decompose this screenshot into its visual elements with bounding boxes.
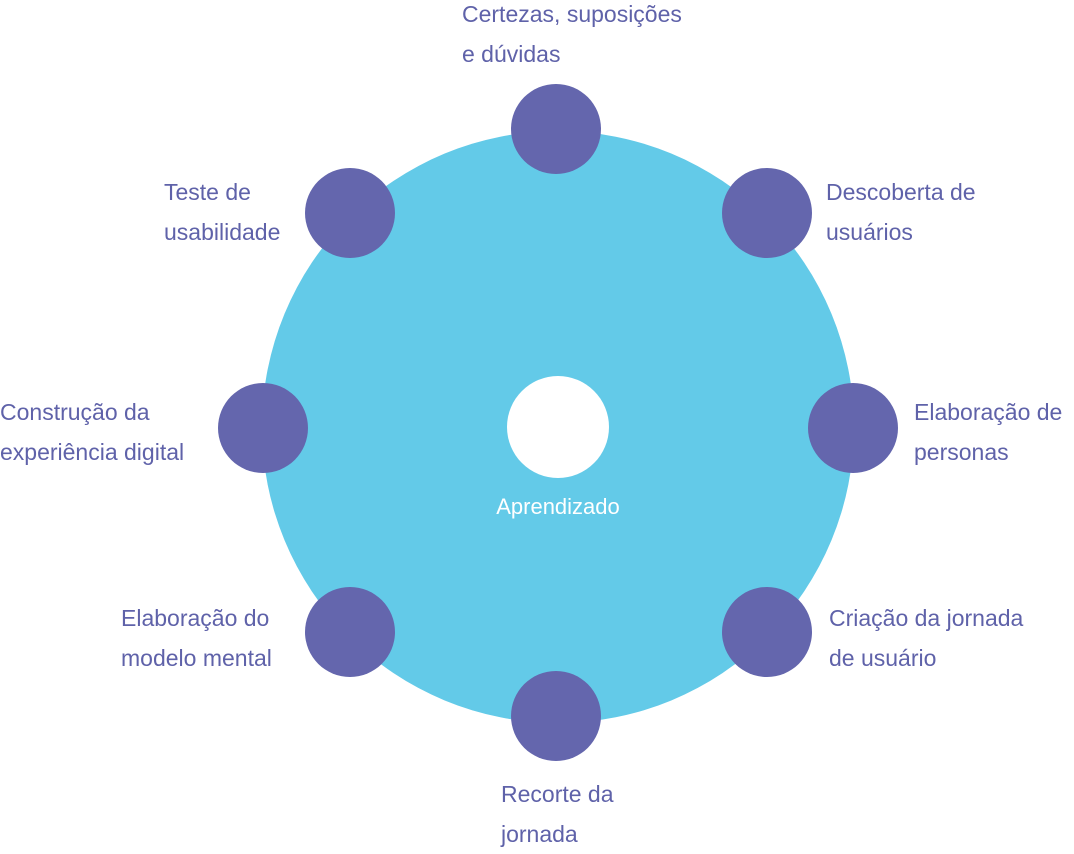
label-certezas-line2: e dúvidas (462, 41, 561, 67)
label-descoberta-line2: usuários (826, 219, 913, 245)
label-modelo-mental-line1: Elaboração do (121, 605, 270, 631)
label-descoberta-line1: Descoberta de (826, 179, 976, 205)
label-personas-line1: Elaboração de (914, 399, 1063, 425)
label-certezas-line1: Certezas, suposições (462, 1, 682, 27)
label-teste-line2: usabilidade (164, 219, 281, 245)
label-modelo-mental: Elaboração do modelo mental (121, 598, 272, 678)
node-certezas (511, 84, 601, 174)
label-teste-line1: Teste de (164, 179, 251, 205)
node-recorte (511, 671, 601, 761)
node-modelo-mental (305, 587, 395, 677)
label-construcao-line2: experiência digital (0, 439, 185, 465)
label-certezas: Certezas, suposições e dúvidas (462, 0, 682, 74)
label-recorte-line1: Recorte da (501, 781, 614, 807)
node-teste (305, 168, 395, 258)
center-hub (507, 376, 609, 478)
label-personas-line2: personas (914, 439, 1009, 465)
label-recorte: Recorte da jornada (501, 774, 614, 854)
label-teste: Teste de usabilidade (164, 172, 280, 252)
label-jornada-line1: Criação da jornada (829, 605, 1024, 631)
label-construcao-line1: Construção da (0, 399, 150, 425)
label-personas: Elaboração de personas (914, 392, 1062, 472)
label-construcao: Construção da experiência digital (0, 392, 184, 472)
node-personas (808, 383, 898, 473)
label-jornada-line2: de usuário (829, 645, 937, 671)
node-descoberta (722, 168, 812, 258)
node-jornada (722, 587, 812, 677)
label-descoberta: Descoberta de usuários (826, 172, 976, 252)
label-jornada: Criação da jornada de usuário (829, 598, 1023, 678)
label-modelo-mental-line2: modelo mental (121, 645, 272, 671)
node-construcao (218, 383, 308, 473)
label-recorte-line2: jornada (501, 821, 578, 847)
center-label: Aprendizado (496, 494, 620, 519)
